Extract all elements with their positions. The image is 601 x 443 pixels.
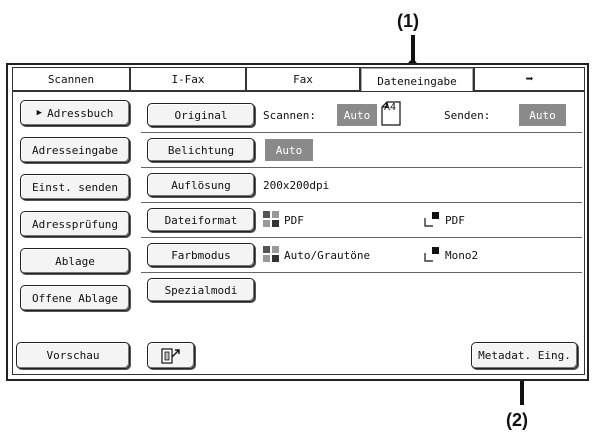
- sidebar-item-ablage[interactable]: Ablage: [20, 248, 130, 274]
- sidebar-item-label: Adressbuch: [47, 106, 114, 120]
- file-format-mono-value: PDF: [445, 214, 465, 227]
- row-dateiformat: Dateiformat PDF PDF: [141, 203, 582, 238]
- preview-button[interactable]: Vorschau: [16, 342, 130, 369]
- sidebar-item-adresspruefung[interactable]: Adressprüfung: [20, 211, 130, 237]
- special-modes-button[interactable]: Spezialmodi: [147, 278, 255, 302]
- row-belichtung: Belichtung Auto: [141, 133, 582, 168]
- original-button[interactable]: Original: [147, 103, 255, 127]
- button-label: Metadat. Eing.: [478, 349, 571, 362]
- callout-label-1: (1): [397, 11, 419, 31]
- button-label: Farbmodus: [171, 248, 231, 262]
- callout-line-2: [520, 373, 524, 405]
- row-original: Original Scannen: Auto A4 Senden: Auto: [141, 98, 582, 133]
- scan-size-label: Scannen:: [263, 109, 316, 122]
- button-label: Belichtung: [167, 143, 235, 157]
- color-mode-mono-value: Mono2: [445, 249, 479, 262]
- tab-scannen[interactable]: Scannen: [12, 67, 130, 91]
- bottom-bar: Vorschau Metadat. Eing.: [13, 340, 584, 374]
- color-grid-icon: [263, 246, 279, 262]
- button-label: Dateiformat: [164, 213, 238, 227]
- mono-square-icon: [424, 247, 439, 262]
- resolution-value: 200x200dpi: [263, 179, 330, 192]
- paper-a4-icon: [381, 101, 401, 126]
- tab-label: I-Fax: [171, 72, 205, 86]
- button-label: Spezialmodi: [164, 283, 238, 297]
- arrow-right-icon: ➡: [525, 71, 534, 87]
- sidebar-item-label: Offene Ablage: [31, 291, 119, 305]
- button-label: Vorschau: [46, 349, 100, 362]
- sidebar-item-offene-ablage[interactable]: Offene Ablage: [20, 285, 130, 311]
- color-mode-color-value: Auto/Grautöne: [284, 249, 371, 262]
- scan-size-value: Auto: [337, 104, 377, 126]
- play-triangle-icon: ▶: [36, 108, 43, 118]
- sidebar-item-adresseingabe[interactable]: Adresseingabe: [20, 137, 130, 163]
- file-format-button[interactable]: Dateiformat: [147, 208, 255, 232]
- exposure-value: Auto: [265, 139, 313, 161]
- send-panel: Scannen I-Fax Fax Dateneingabe ➡ ▶ Adres…: [6, 63, 589, 381]
- sidebar-item-label: Einst. senden: [31, 180, 119, 194]
- callout-label-2: (2): [506, 410, 528, 430]
- sidebar-item-label: Adresseingabe: [31, 143, 119, 157]
- callout-line-1: [411, 35, 415, 63]
- metadata-entry-button[interactable]: Metadat. Eing.: [471, 342, 578, 369]
- row-farbmodus: Farbmodus Auto/Grautöne Mono2: [141, 238, 582, 273]
- sidebar-item-einst-senden[interactable]: Einst. senden: [20, 174, 130, 200]
- tab-label: Fax: [293, 72, 313, 86]
- tab-i-fax[interactable]: I-Fax: [130, 67, 246, 91]
- quick-file-button[interactable]: [147, 342, 195, 369]
- quick-file-icon: [161, 347, 180, 364]
- paper-size-text: A4: [384, 102, 397, 113]
- file-format-color-value: PDF: [284, 214, 304, 227]
- button-label: Auflösung: [171, 178, 231, 192]
- tab-label: Dateneingabe: [377, 75, 457, 88]
- mode-tabs: Scannen I-Fax Fax Dateneingabe ➡: [12, 67, 585, 95]
- exposure-button[interactable]: Belichtung: [147, 138, 255, 162]
- sidebar-item-label: Adressprüfung: [31, 217, 119, 231]
- row-aufloesung: Auflösung 200x200dpi: [141, 168, 582, 203]
- tab-dateneingabe[interactable]: Dateneingabe: [360, 67, 474, 95]
- button-label: Original: [174, 108, 228, 122]
- send-size-value: Auto: [519, 104, 566, 126]
- resolution-button[interactable]: Auflösung: [147, 173, 255, 197]
- tab-next-arrow[interactable]: ➡: [474, 67, 585, 91]
- sidebar-item-adressbuch[interactable]: ▶ Adressbuch: [20, 100, 130, 126]
- sidebar-item-label: Ablage: [55, 254, 95, 268]
- color-grid-icon: [263, 211, 279, 227]
- mono-square-icon: [424, 212, 439, 227]
- tab-fax[interactable]: Fax: [246, 67, 360, 91]
- color-mode-button[interactable]: Farbmodus: [147, 243, 255, 267]
- tab-label: Scannen: [47, 72, 95, 86]
- send-size-label: Senden:: [444, 109, 491, 122]
- row-spezialmodi: Spezialmodi: [141, 273, 582, 308]
- tab-content: ▶ Adressbuch Adresseingabe Einst. senden…: [12, 91, 585, 375]
